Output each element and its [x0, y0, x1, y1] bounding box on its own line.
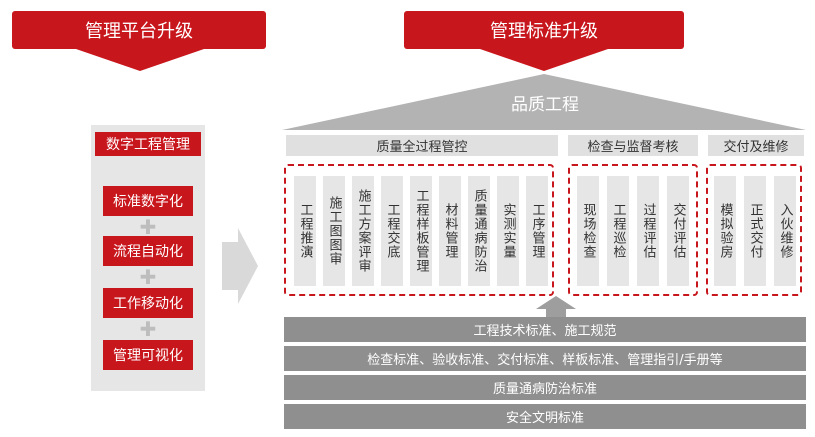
platform-upgrade-banner: 管理平台升级 — [12, 11, 266, 49]
item-delivery-evaluation: 交付评估 — [667, 176, 689, 286]
standard-bar-safety: 安全文明标准 — [284, 404, 806, 429]
digital-engineering-title: 数字工程管理 — [95, 132, 201, 156]
left-item-process-automation: 流程自动化 — [103, 236, 193, 266]
category-quality-process-control: 质量全过程管控 — [286, 135, 558, 156]
item-engineering-patrol: 工程巡检 — [607, 176, 629, 286]
item-defect-prevention: 质量通病防治 — [468, 176, 490, 286]
quality-engineering-title: 品质工程 — [511, 94, 579, 115]
quality-control-group — [284, 164, 554, 296]
inspection-group — [568, 164, 698, 296]
item-process-management: 工序管理 — [526, 176, 548, 286]
item-process-evaluation: 过程评估 — [637, 176, 659, 286]
standard-bar-inspection: 检查标准、验收标准、交付标准、样板标准、管理指引/手册等 — [284, 346, 806, 371]
item-site-inspection: 现场检查 — [577, 176, 599, 286]
standard-bar-technical: 工程技术标准、施工规范 — [284, 317, 806, 342]
standard-bar-defect-prevention: 质量通病防治标准 — [284, 375, 806, 400]
item-move-in-maintenance: 入伙维修 — [774, 176, 796, 286]
quality-roof — [282, 74, 806, 130]
platform-upgrade-arrow — [76, 49, 204, 71]
left-item-work-mobilization: 工作移动化 — [103, 288, 193, 318]
left-item-management-visualization: 管理可视化 — [103, 340, 193, 370]
plus-icon: ✚ — [139, 215, 157, 239]
item-material-management: 材料管理 — [439, 176, 461, 286]
item-actual-measurement: 实测实量 — [497, 176, 519, 286]
item-construction-plan-review: 施工方案评审 — [352, 176, 374, 286]
left-item-standard-digitalization: 标准数字化 — [103, 186, 193, 216]
category-inspection-supervision: 检查与监督考核 — [568, 135, 698, 156]
item-drawing-review: 施工图图审 — [323, 176, 345, 286]
up-arrow-icon — [536, 296, 576, 318]
item-sample-management: 工程样板管理 — [410, 176, 432, 286]
item-technical-briefing: 工程交底 — [381, 176, 403, 286]
plus-icon: ✚ — [139, 317, 157, 341]
standard-upgrade-arrow — [480, 49, 608, 71]
category-delivery-maintenance: 交付及维修 — [708, 135, 804, 156]
item-mock-inspection: 模拟验房 — [714, 176, 736, 286]
standard-upgrade-banner: 管理标准升级 — [404, 11, 684, 49]
plus-icon: ✚ — [139, 265, 157, 289]
item-engineering-deduction: 工程推演 — [294, 176, 316, 286]
delivery-group — [706, 164, 802, 296]
item-formal-delivery: 正式交付 — [744, 176, 766, 286]
right-arrow-icon — [222, 228, 258, 304]
